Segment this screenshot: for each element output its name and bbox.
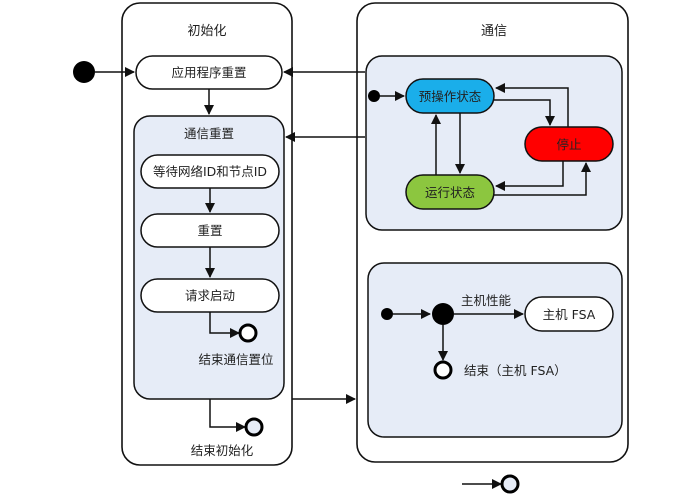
final-state-icon (500, 474, 520, 494)
comm-reset-title: 通信重置 (184, 126, 234, 141)
host-fsa-container[interactable] (367, 262, 623, 438)
final-state-icon (433, 360, 453, 380)
state-reset-label: 重置 (197, 223, 222, 238)
state-preop[interactable] (405, 78, 495, 114)
host-end-label: 结束（主机 FSA） (464, 363, 567, 378)
initial-state-icon (73, 61, 95, 83)
state-stop[interactable] (524, 126, 614, 162)
initial-state-icon (381, 308, 393, 320)
arrow-to-end-init (209, 399, 246, 432)
state-app-reset-label: 应用程序重置 (171, 65, 246, 80)
final-state-icon (238, 323, 258, 343)
final-state-icon (244, 417, 264, 437)
arrow-stop-to-run (495, 161, 564, 191)
state-run-label: 运行状态 (425, 185, 475, 200)
arrow-preop-to-stop (494, 99, 555, 126)
initial-state-icon (368, 90, 380, 102)
comm-reset-end-label: 结束通信置位 (198, 352, 273, 367)
init-title: 初始化 (187, 24, 226, 39)
state-wait-ids-label: 等待网络ID和节点ID (153, 164, 267, 179)
state-request-start-label: 请求启动 (185, 288, 235, 303)
arrow-request-to-end (209, 312, 240, 338)
arrow-stop-to-preop (495, 83, 569, 127)
init-end-label: 结束初始化 (191, 443, 254, 458)
state-host-fsa[interactable] (524, 296, 614, 332)
state-preop-label: 预操作状态 (419, 89, 482, 104)
arrow-run-to-stop (494, 162, 591, 196)
guard-host-capability: 主机性能 (461, 293, 512, 308)
comm-title: 通信 (481, 24, 507, 39)
choice-node-icon (432, 303, 454, 325)
state-host-fsa-label: 主机 FSA (543, 307, 596, 322)
state-stop-label: 停止 (556, 137, 581, 152)
state-run[interactable] (405, 174, 495, 210)
